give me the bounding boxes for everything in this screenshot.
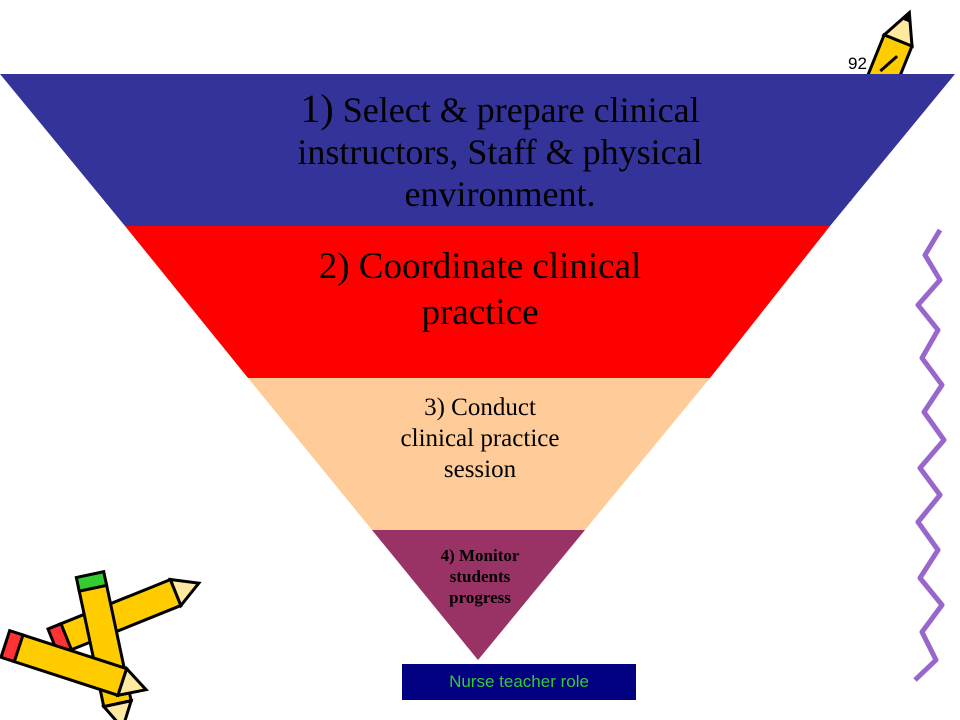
- funnel-level-1: [0, 74, 955, 226]
- funnel-level-2: [125, 226, 830, 378]
- decorative-squiggle-line: [913, 228, 947, 682]
- level-4-label: 4) Monitor students progress: [440, 546, 520, 607]
- funnel-level-3: [248, 378, 710, 530]
- pencils-clipart-icon: [0, 569, 202, 720]
- level-1-label: 1) Select & prepare clinical instructors…: [230, 88, 770, 215]
- funnel-level-4: [372, 530, 585, 660]
- caption-box: Nurse teacher role: [402, 664, 636, 700]
- level-1-text: Select & prepare clinical instructors, S…: [297, 90, 703, 214]
- slide-number: 92: [848, 54, 867, 73]
- level-3-label: 3) Conduct clinical practice session: [400, 394, 560, 483]
- level-1-number: 1): [300, 86, 334, 131]
- level-2-label: 2) Coordinate clinical practice: [318, 246, 642, 333]
